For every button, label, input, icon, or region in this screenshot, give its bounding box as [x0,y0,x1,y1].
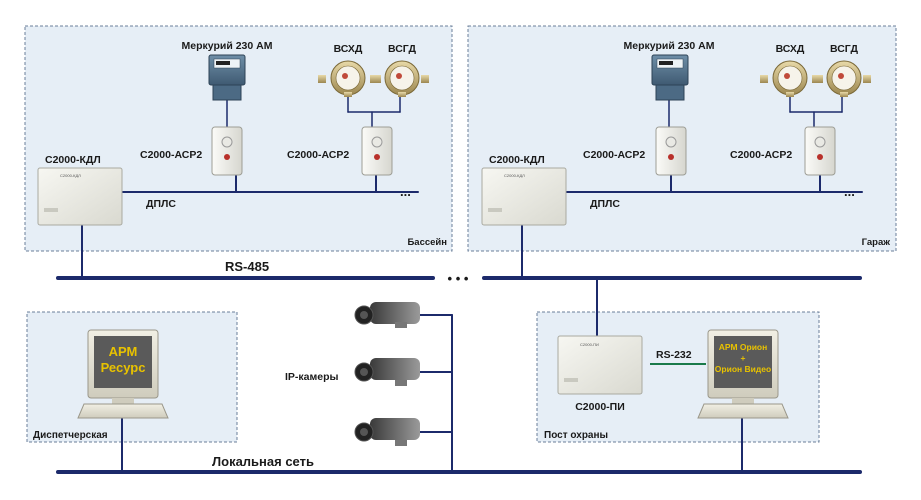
zone-label-dispatch: Диспетчерская [33,430,108,441]
dpls-label-pool: ДПЛС [146,198,176,210]
mercury-meter-icon [651,54,689,101]
ip-camera-icon [354,302,420,328]
lan-label: Локальная сеть [212,454,314,469]
arm-resurs-line2: Ресурс [101,360,146,375]
kdl-panel-label: С2000-КДЛ [504,173,525,178]
arm-orion-line1: АРМ Орион [719,342,768,352]
hot-water-label-garage: ВСГД [830,43,858,55]
zone-label-garage: Гараж [862,237,891,248]
asr2-device-icon [655,126,687,176]
meter-label-pool: Меркурий 230 АМ [182,40,273,52]
rs485-break-ellipsis: • • • [448,271,469,286]
dpls-continuation-pool: ... [400,184,411,199]
hot-water-meter-icon [815,60,871,97]
pi-converter-icon: С2000-ПИ [557,335,643,395]
ip-camera-icon [354,418,420,446]
asr2-device-icon [361,126,393,176]
asr2-label-pool-2: С2000-АСР2 [287,149,349,161]
pi-label: С2000-ПИ [575,401,625,413]
bus-lines [56,94,863,474]
kdl-controller-icon: С2000-КДЛ [481,167,567,226]
rs485-label: RS-485 [225,259,269,274]
ip-cameras-label: IP-камеры [285,371,339,383]
mercury-meter-icon [208,54,246,101]
asr2-device-icon [804,126,836,176]
kdl-controller-icon: С2000-КДЛ [37,167,123,226]
arm-orion-line2: + [741,353,746,363]
zone-label-guard: Пост охраны [544,430,608,441]
dpls-continuation-garage: ... [844,184,855,199]
hot-water-meter-icon [373,60,429,97]
dispatch-computer-icon: АРМ Ресурс [77,329,169,419]
arm-resurs-line1: АРМ [109,344,138,359]
meter-label-garage: Меркурий 230 АМ [624,40,715,52]
rs232-label: RS-232 [656,349,692,361]
zone-label-pool: Бассейн [407,237,447,248]
cold-water-meter-icon [760,60,820,97]
cold-water-label-garage: ВСХД [776,43,805,55]
cold-water-meter-icon [318,60,378,97]
hot-water-label-pool: ВСГД [388,43,416,55]
guard-computer-icon: АРМ Орион + Орион Видео [697,329,789,419]
cold-water-label-pool: ВСХД [334,43,363,55]
ip-camera-icon [354,358,420,386]
arm-orion-line3: Орион Видео [715,364,771,374]
kdl-label-pool: С2000-КДЛ [45,154,101,166]
pi-panel-label: С2000-ПИ [580,342,599,347]
asr2-label-pool-1: С2000-АСР2 [140,149,202,161]
dpls-label-garage: ДПЛС [590,198,620,210]
asr2-device-icon [211,126,243,176]
kdl-label-garage: С2000-КДЛ [489,154,545,166]
asr2-label-garage-1: С2000-АСР2 [583,149,645,161]
asr2-label-garage-2: С2000-АСР2 [730,149,792,161]
kdl-panel-label: С2000-КДЛ [60,173,81,178]
